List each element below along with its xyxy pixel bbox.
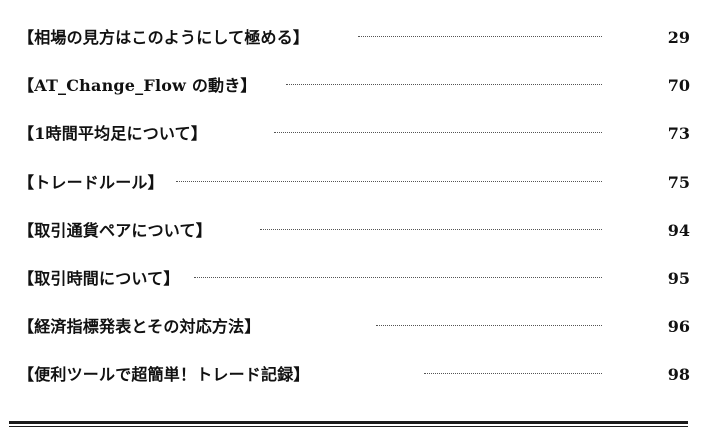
toc-entry-page: 95 bbox=[667, 269, 690, 288]
toc-entry-page: 75 bbox=[667, 173, 690, 192]
toc-entry[interactable]: 【取引通貨ペアについて】 94 bbox=[18, 217, 690, 245]
toc-entry-title: 【AT_Change_Flow の動き】 bbox=[18, 76, 257, 95]
toc-entry[interactable]: 【便利ツールで超簡単！トレード記録】 98 bbox=[18, 361, 690, 389]
toc-entry[interactable]: 【AT_Change_Flow の動き】 70 bbox=[18, 72, 690, 100]
footer-rule-thick bbox=[9, 421, 688, 424]
toc-entry-title: 【取引通貨ペアについて】 bbox=[18, 221, 212, 240]
toc-leader-dots bbox=[376, 325, 602, 326]
toc-entry-page: 70 bbox=[667, 76, 690, 95]
toc-leader-dots bbox=[260, 229, 602, 230]
toc-leader-dots bbox=[176, 181, 602, 182]
toc-entry[interactable]: 【取引時間について】 95 bbox=[18, 265, 690, 293]
footer-rule-thin bbox=[9, 426, 688, 427]
toc-entry-page: 98 bbox=[667, 365, 690, 384]
toc-leader-dots bbox=[358, 36, 602, 37]
toc-leader-dots bbox=[194, 277, 602, 278]
toc-entry-title: 【相場の見方はこのようにして極める】 bbox=[18, 28, 310, 47]
toc-entry-title: 【トレードルール】 bbox=[18, 173, 164, 192]
toc-leader-dots bbox=[424, 373, 602, 374]
toc-entry[interactable]: 【相場の見方はこのようにして極める】 29 bbox=[18, 24, 690, 52]
toc-entry-title: 【経済指標発表とその対応方法】 bbox=[18, 317, 261, 336]
toc-entry-page: 94 bbox=[667, 221, 690, 240]
toc-entry[interactable]: 【トレードルール】 75 bbox=[18, 169, 690, 197]
toc-entry-page: 29 bbox=[667, 28, 690, 47]
toc-entry[interactable]: 【経済指標発表とその対応方法】 96 bbox=[18, 313, 690, 341]
toc-entry-title: 【取引時間について】 bbox=[18, 269, 180, 288]
toc-entry-title: 【1時間平均足について】 bbox=[18, 124, 208, 143]
toc-leader-dots bbox=[286, 84, 602, 85]
toc-leader-dots bbox=[274, 132, 602, 133]
toc-entry-title: 【便利ツールで超簡単！トレード記録】 bbox=[18, 365, 310, 384]
toc-entry-page: 96 bbox=[667, 317, 690, 336]
toc-entry-page: 73 bbox=[667, 124, 690, 143]
toc-entry[interactable]: 【1時間平均足について】 73 bbox=[18, 120, 690, 148]
